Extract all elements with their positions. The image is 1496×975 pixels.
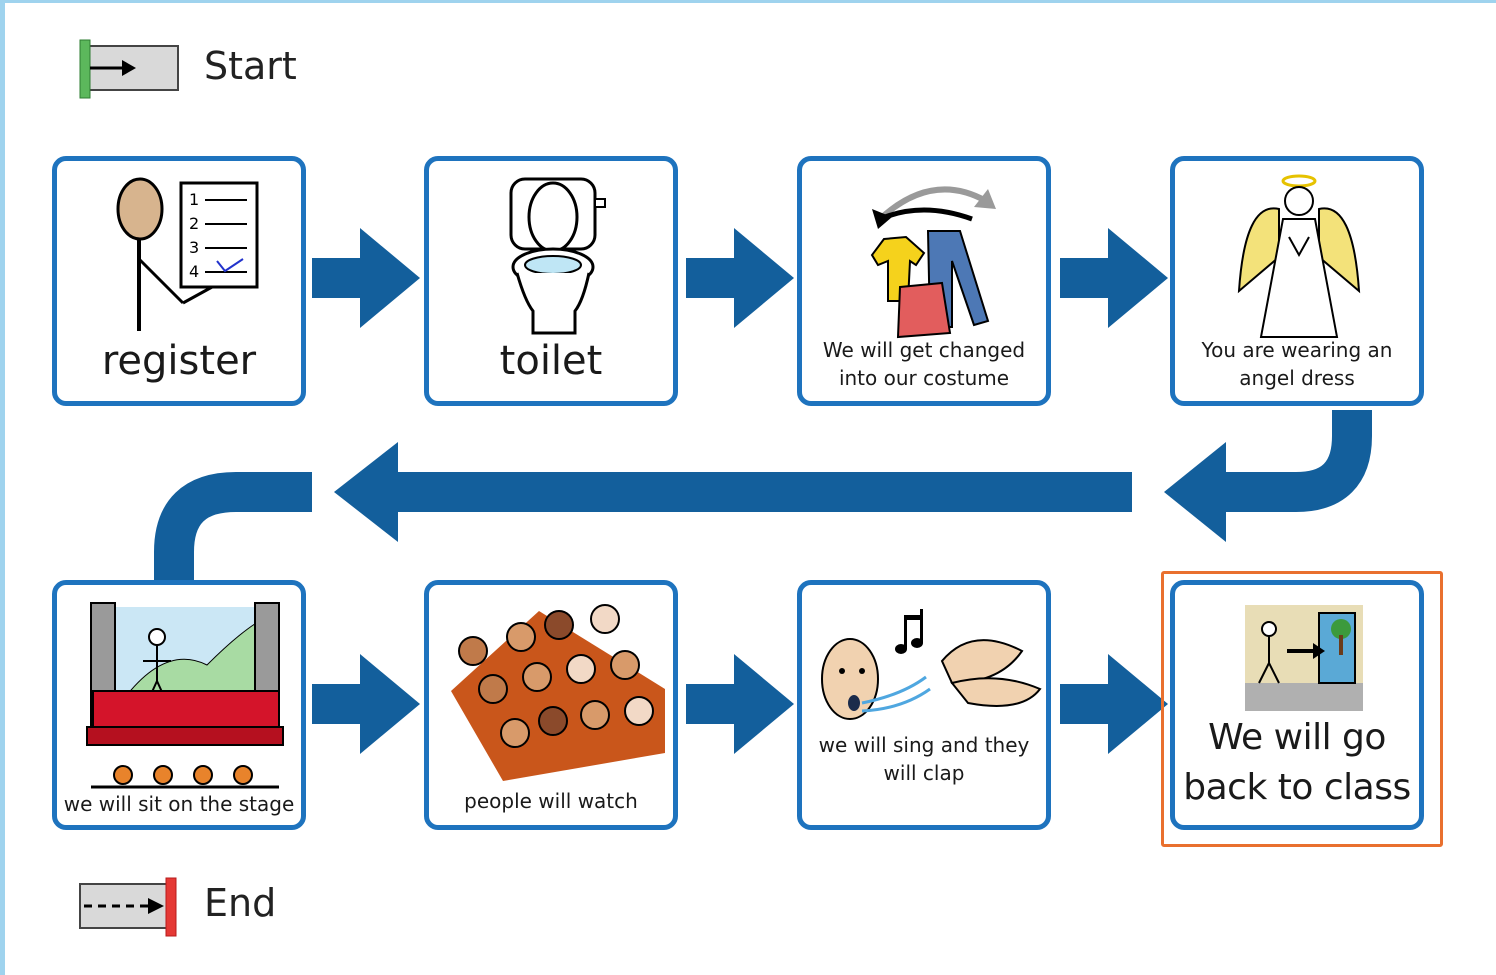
- step-label-line1: You are wearing an: [1201, 338, 1393, 362]
- audience-icon: [451, 604, 665, 781]
- start-label: Start: [204, 44, 297, 88]
- go-to-class-icon: [1245, 605, 1363, 711]
- stage-icon: [86, 602, 284, 789]
- step-label: we will sit on the stage: [63, 792, 295, 816]
- step-label-line2: will clap: [883, 761, 965, 785]
- list-number-4: 4: [189, 262, 199, 281]
- step-label-line1: we will sing and they: [818, 733, 1030, 757]
- angel-icon: [1237, 174, 1361, 338]
- curve-left-down-icon: [154, 472, 312, 584]
- step-label-line2: angel dress: [1239, 366, 1355, 390]
- list-number-1: 1: [189, 190, 199, 209]
- step-card-toilet[interactable]: toilet: [424, 156, 678, 406]
- arrow-right-icon: [686, 228, 794, 328]
- toilet-icon: [509, 177, 606, 335]
- step-card-get-changed[interactable]: We will get changed into our costume: [797, 156, 1051, 406]
- register-icon: 1 2 3 4: [116, 177, 259, 331]
- arrow-right-icon: [1060, 654, 1168, 754]
- step-label-line2: into our costume: [838, 366, 1010, 390]
- sing-clap-icon: [821, 609, 1042, 720]
- current-step-highlight: [1161, 571, 1443, 847]
- clothes-icon: [870, 186, 996, 339]
- step-label: register: [101, 338, 257, 384]
- end-label: End: [204, 881, 277, 925]
- return-arrow-icon: [334, 442, 1132, 542]
- step-card-back-to-class[interactable]: We will go back to class: [1170, 580, 1424, 830]
- arrow-right-icon: [312, 228, 420, 328]
- list-number-2: 2: [189, 214, 199, 233]
- step-label-line1: We will go: [1208, 717, 1386, 758]
- step-card-sing-clap[interactable]: we will sing and they will clap: [797, 580, 1051, 830]
- step-label: people will watch: [464, 789, 638, 813]
- step-label-line2: back to class: [1183, 767, 1411, 808]
- end-marker-icon: [78, 876, 180, 938]
- step-label: toilet: [499, 338, 603, 384]
- step-card-stage[interactable]: we will sit on the stage: [52, 580, 306, 830]
- step-card-register[interactable]: 1 2 3 4 register: [52, 156, 306, 406]
- start-marker-icon: [78, 38, 180, 100]
- list-number-3: 3: [189, 238, 199, 257]
- arrow-right-icon: [1060, 228, 1168, 328]
- step-card-angel-dress[interactable]: You are wearing an angel dress: [1170, 156, 1424, 406]
- arrow-right-icon: [686, 654, 794, 754]
- step-label-line1: We will get changed: [822, 338, 1026, 362]
- arrow-right-icon: [312, 654, 420, 754]
- curve-down-left-icon: [1164, 410, 1372, 542]
- step-card-audience[interactable]: people will watch: [424, 580, 678, 830]
